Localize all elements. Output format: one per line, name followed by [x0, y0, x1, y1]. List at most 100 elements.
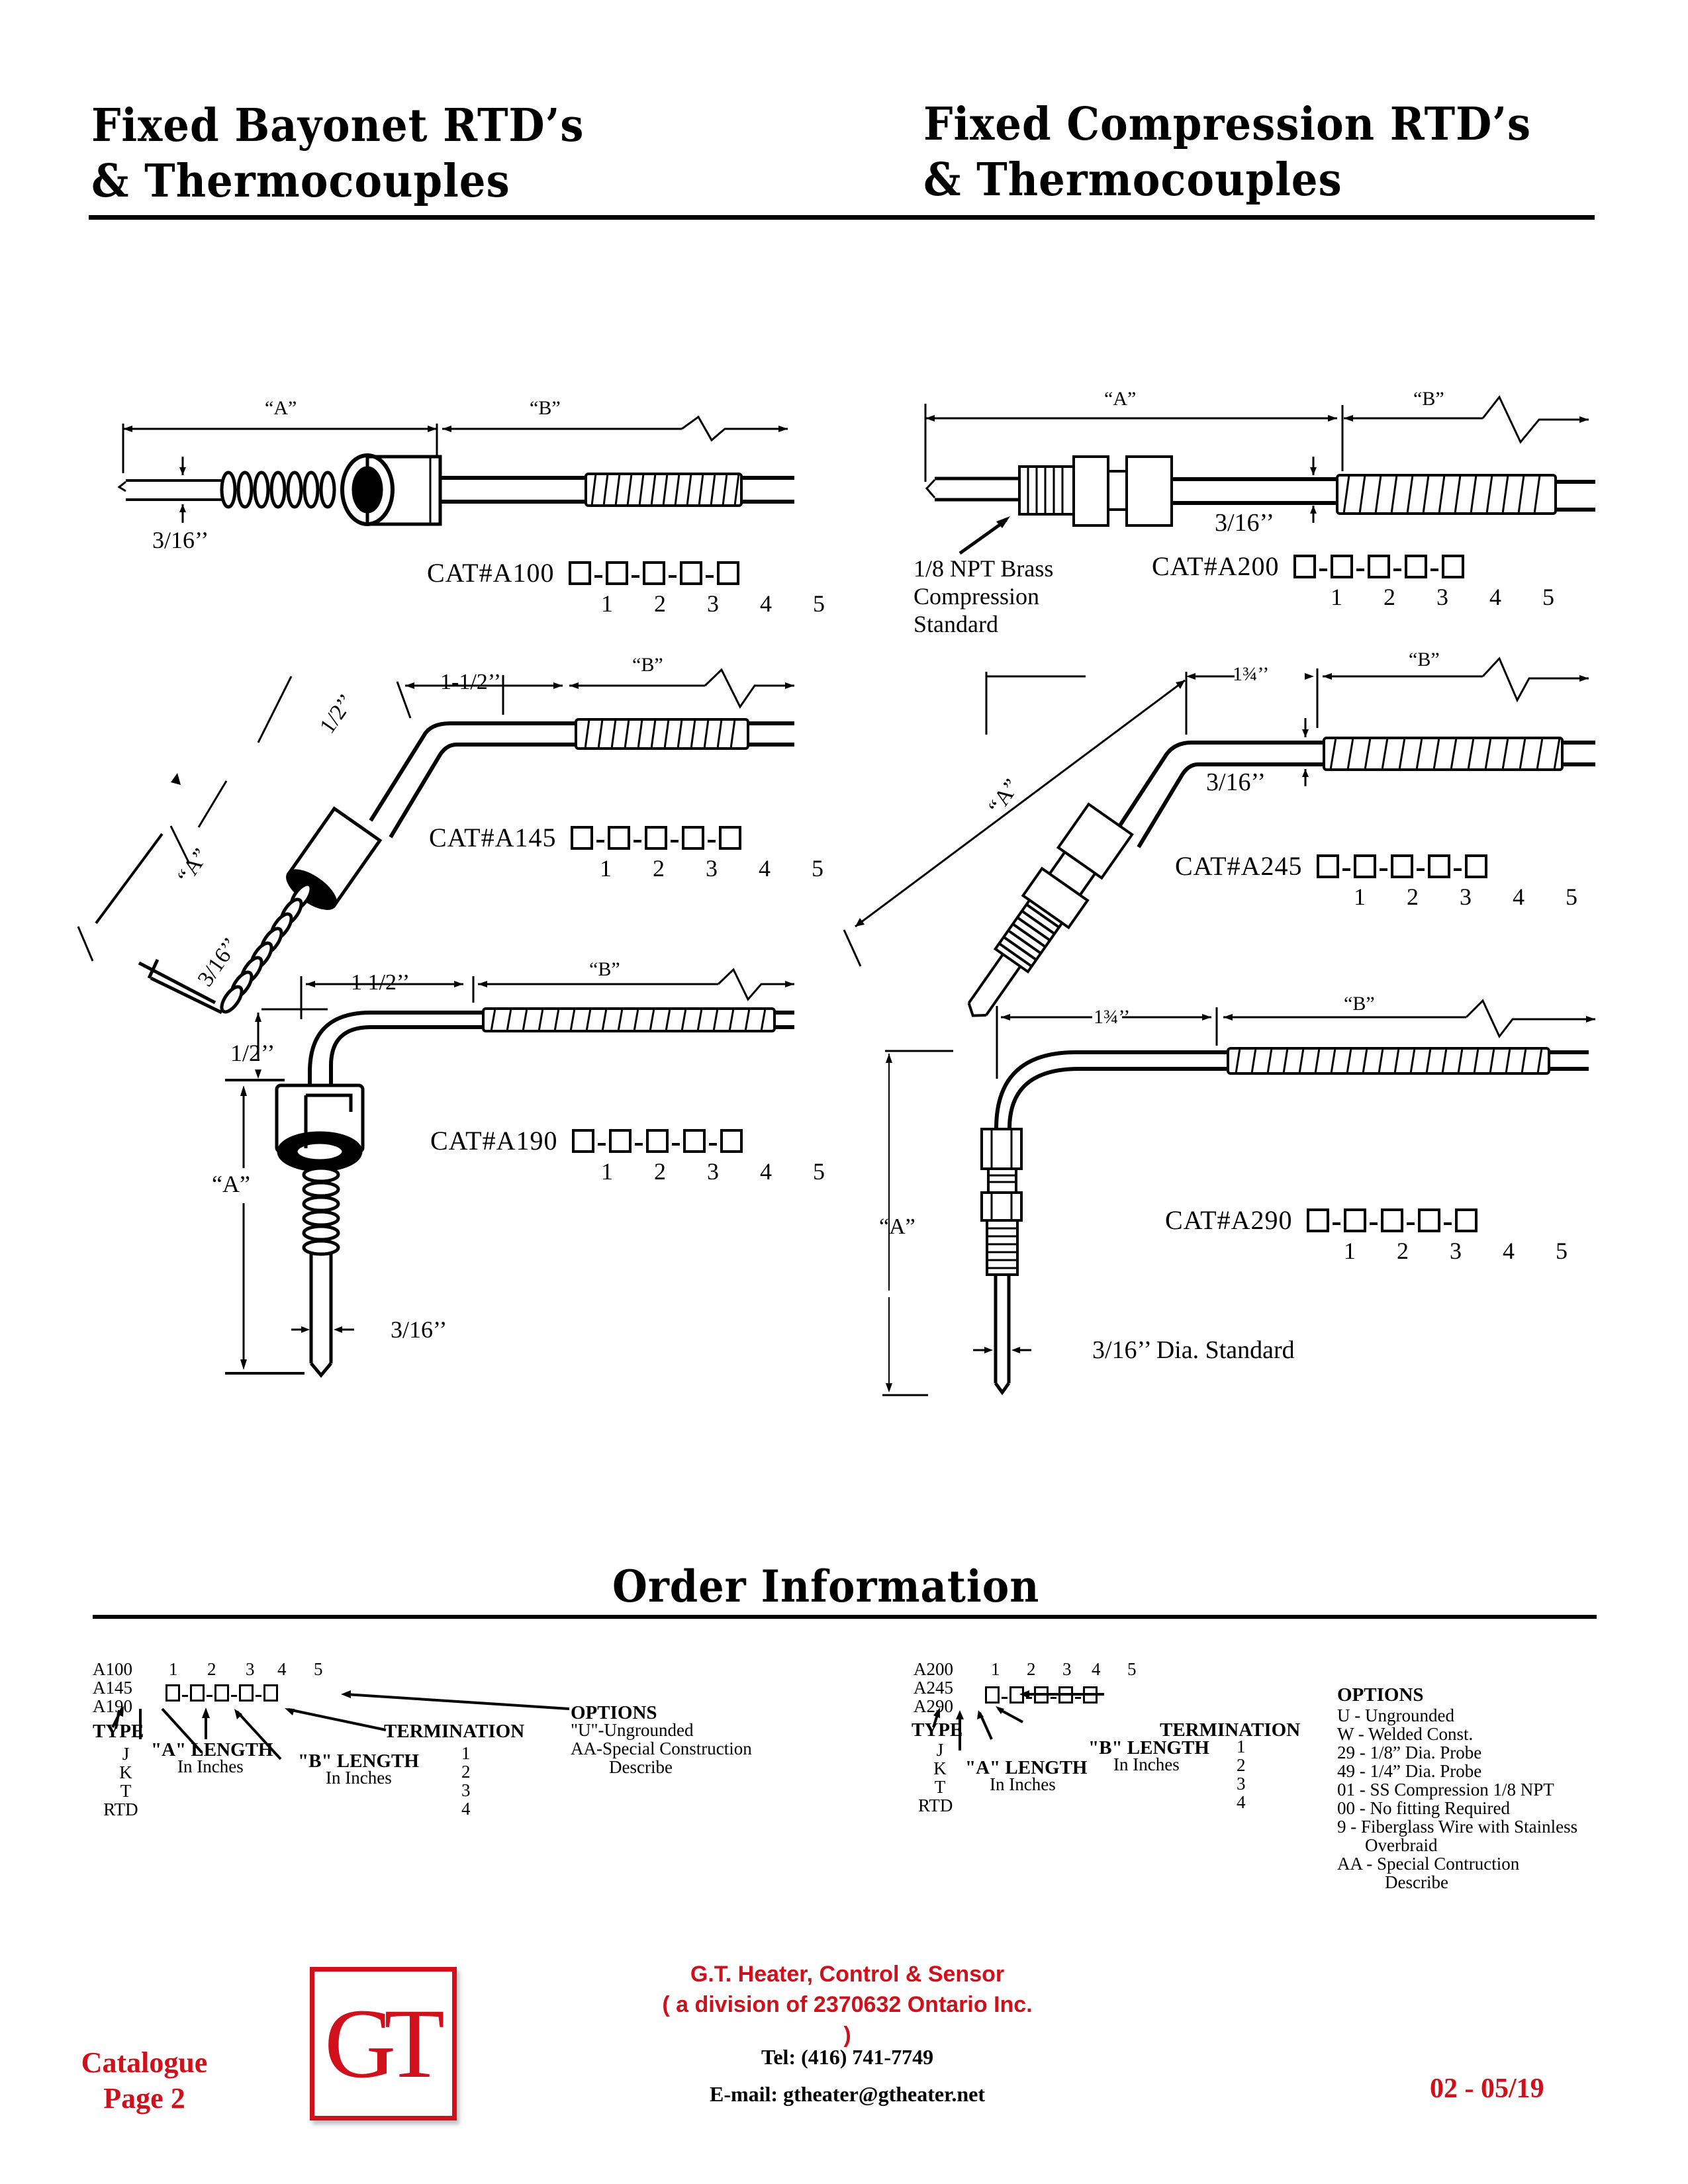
digit: 5	[812, 855, 823, 882]
order-right-models: A200 A245 A290	[914, 1660, 953, 1715]
code-box-3	[1391, 854, 1414, 878]
option: "U"-Ungrounded	[571, 1720, 694, 1740]
order-right-digits: 1 2 3 4 5	[991, 1660, 1137, 1678]
digit: 2	[207, 1659, 216, 1679]
a190-diameter: 3/16’’	[391, 1316, 447, 1343]
a100-digits: 1 2 3 4 5	[601, 590, 866, 617]
digit: 2	[1027, 1659, 1036, 1679]
termination-option: 1	[1237, 1737, 1246, 1756]
code-box-1	[569, 561, 592, 585]
termination-option: 3	[1237, 1774, 1246, 1794]
digit: 3	[1460, 884, 1472, 910]
type-option: J	[122, 1744, 130, 1764]
code-box-5	[717, 561, 740, 585]
option: AA-Special Construction	[571, 1739, 752, 1758]
order-left-type-label: TYPE	[93, 1721, 144, 1742]
a190-dim-b: “B”	[589, 958, 620, 980]
a200-fitting-note: 1/8 NPT Brass Compression Standard	[914, 555, 1053, 638]
code-box-5	[1442, 554, 1465, 578]
a245-dim-b: “B”	[1409, 649, 1440, 670]
order-right-types: J K T RTD	[918, 1740, 953, 1815]
digit: 2	[654, 1158, 666, 1185]
a290-digits: 1 2 3 4 5	[1344, 1237, 1609, 1265]
code-box-3	[1381, 1208, 1404, 1232]
phone-number: Tel: (416) 741-7749	[761, 2045, 934, 2069]
order-right-options: U - Ungrounded W - Welded Const. 29 - 1/…	[1337, 1706, 1577, 1891]
code-box	[239, 1684, 254, 1702]
digit: 1	[991, 1659, 1000, 1679]
order-right-options-label: OPTIONS	[1337, 1684, 1424, 1706]
option: Describe	[1385, 1872, 1448, 1892]
digit: 2	[1397, 1238, 1409, 1264]
code-box-3	[643, 561, 666, 585]
option: 9 - Fiberglass Wire with Stainless	[1337, 1817, 1578, 1837]
code-box-1	[571, 825, 594, 850]
company-division: ( a division of 2370632 Ontario Inc. )	[662, 1992, 1033, 2048]
order-right-a-unit: In Inches	[990, 1774, 1056, 1794]
right-title-line1: Fixed Compression RTD’s	[923, 98, 1532, 151]
a145-catalog: CAT#A145 1 2 3 4 5	[429, 822, 865, 882]
right-title: Fixed Compression RTD’s & Thermocouples	[923, 97, 1531, 208]
order-left-a-unit: In Inches	[177, 1756, 244, 1776]
digit: 2	[1407, 884, 1419, 910]
digit: 5	[813, 590, 825, 617]
left-title: Fixed Bayonet RTD’s & Thermocouples	[91, 98, 584, 209]
code-box-4	[683, 1128, 706, 1153]
order-left-terminations: 1 2 3 4	[461, 1744, 471, 1818]
model: A145	[93, 1678, 132, 1698]
a190-cat-number: CAT#A190	[430, 1126, 558, 1156]
digit: 1	[1331, 584, 1342, 610]
digit: 1	[1354, 884, 1366, 910]
order-left-models: A100 A145 A190	[93, 1660, 132, 1715]
a100-dim-b: “B”	[530, 397, 561, 419]
order-right-b-unit: In Inches	[1113, 1754, 1180, 1774]
a145-digits: 1 2 3 4 5	[600, 854, 865, 882]
digit: 1	[601, 1158, 613, 1185]
order-left-b-unit: In Inches	[326, 1768, 392, 1788]
a290-dim-a: “A”	[879, 1214, 915, 1239]
model: A290	[914, 1696, 953, 1716]
a190-dim-a: “A”	[212, 1171, 250, 1197]
email-link[interactable]: E-mail: gtheater@gtheater.net	[709, 2082, 985, 2106]
digit: 3	[707, 590, 719, 617]
digit: 4	[1489, 584, 1501, 610]
code-box-5	[719, 825, 742, 850]
order-right-type-label: TYPE	[912, 1719, 963, 1741]
code-box-3	[645, 825, 668, 850]
option: Describe	[609, 1757, 673, 1777]
digit: 1	[601, 590, 613, 617]
code-box-4	[1405, 554, 1428, 578]
type-option: J	[936, 1740, 944, 1760]
termination-option: 4	[1237, 1792, 1246, 1812]
digit: 5	[1127, 1659, 1137, 1679]
order-left-termination: TERMINATION	[384, 1721, 525, 1742]
digit: 3	[1450, 1238, 1462, 1264]
type-option: K	[933, 1758, 947, 1778]
order-left-code-boxes	[165, 1684, 278, 1702]
a245-catalog: CAT#A245 1 2 3 4 5	[1175, 850, 1618, 911]
a190-digits: 1 2 3 4 5	[601, 1158, 866, 1185]
order-left-b-length: "B" LENGTH	[298, 1751, 419, 1772]
digit: 3	[706, 855, 718, 882]
order-right-b-length: "B" LENGTH	[1088, 1737, 1209, 1758]
a245-dim-bend: 1¾’’	[1233, 663, 1270, 685]
code-box	[165, 1684, 180, 1702]
type-option: T	[934, 1777, 946, 1797]
termination-option: 3	[461, 1780, 471, 1800]
option: 01 - SS Compression 1/8 NPT	[1337, 1780, 1554, 1799]
model: A100	[93, 1659, 132, 1679]
code-box-2	[1354, 854, 1377, 878]
model: A200	[914, 1659, 953, 1679]
option: U - Ungrounded	[1337, 1706, 1454, 1725]
digit: 1	[169, 1659, 178, 1679]
a290-cat-number: CAT#A290	[1165, 1205, 1293, 1235]
revision-code: 02 - 05/19	[1430, 2073, 1544, 2104]
digit: 5	[314, 1659, 323, 1679]
digit: 5	[1542, 584, 1554, 610]
code-box	[214, 1684, 229, 1702]
digit: 4	[1503, 1238, 1515, 1264]
a100-cat-number: CAT#A100	[427, 558, 555, 588]
digit: 2	[653, 855, 665, 882]
